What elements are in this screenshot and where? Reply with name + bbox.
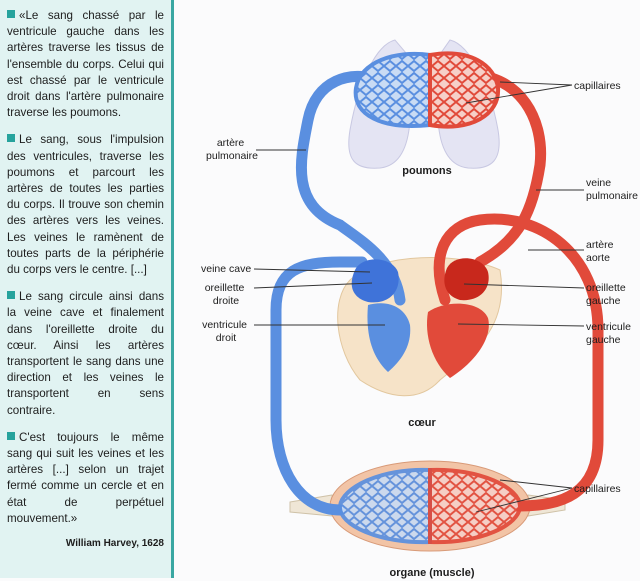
left-atrium [444, 258, 489, 301]
pulmonary-vein-vessel [464, 69, 547, 268]
label-veine-pulmonaire: veine pulmonaire [586, 177, 638, 202]
label-ventricule-gauche: ventricule gauche [586, 321, 634, 346]
bullet-icon [7, 431, 15, 440]
text-panel: «Le sang chassé par le ventricule gauche… [0, 0, 174, 578]
left-ventricle [426, 303, 489, 378]
leader-capillaires-bottom [475, 479, 573, 513]
right-atrium [351, 259, 399, 303]
paragraph-2: Le sang, sous l'impulsion des ventricule… [7, 132, 164, 278]
pulmonary-artery-vessel [295, 70, 406, 306]
paragraph-4-text: C'est toujours le même sang qui suit les… [7, 430, 164, 525]
label-ventricule-droit: ventricule droit [202, 319, 250, 344]
aorta-vessel [433, 213, 604, 512]
right-ventricle [367, 303, 411, 372]
label-ventricule-gauche-line-1: ventricule [586, 321, 631, 333]
label-capillaires-top: capillaires [574, 80, 621, 92]
label-veine-pulmonaire-line-1: veine [586, 177, 611, 189]
leader-capillaires-top [465, 81, 573, 104]
label-oreillette-droite: oreillette droite [205, 282, 248, 307]
label-capillaires-bottom: capillaires [574, 483, 621, 495]
circulation-diagram: capillaires artère pulmonaire poumons ve… [201, 39, 638, 579]
label-poumons: poumons [402, 165, 452, 177]
author: William Harvey, 1628 [65, 538, 164, 550]
vena-cava-vessel [270, 256, 368, 516]
label-ventricule-gauche-line-2: gauche [586, 334, 621, 346]
leader-ventricule-gauche [457, 323, 585, 327]
paragraph-3-text: Le sang circule ainsi dans la veine cave… [7, 290, 164, 417]
paragraph-1: «Le sang chassé par le ventricule gauche… [7, 8, 164, 121]
leader-oreillette-gauche [463, 283, 585, 289]
paragraph-4: C'est toujours le même sang qui suit les… [7, 430, 164, 527]
bullet-icon [7, 134, 15, 143]
label-ventricule-droit-line-2: droit [216, 332, 237, 344]
label-veine-cave: veine cave [201, 263, 251, 275]
label-artere-aorte-line-1: artère [586, 239, 614, 251]
label-oreillette-droite-line-2: droite [213, 295, 239, 307]
lung-capillaries-blue [353, 52, 432, 128]
paragraph-1-text: «Le sang chassé par le ventricule gauche… [7, 9, 164, 120]
paragraph-3: Le sang circule ainsi dans la veine cave… [7, 289, 164, 419]
label-oreillette-gauche-line-1: oreillette [586, 282, 626, 294]
label-oreillette-gauche-line-2: gauche [586, 295, 621, 307]
leader-veine-cave [253, 268, 371, 273]
label-artere-aorte-line-2: aorte [586, 252, 610, 264]
label-veine-pulmonaire-line-2: pulmonaire [586, 190, 638, 202]
muscle-capillaries [338, 467, 523, 545]
label-coeur: cœur [408, 417, 436, 429]
muscle-capillaries-blue [338, 467, 432, 545]
label-artere-aorte: artère aorte [586, 239, 616, 264]
label-ventricule-droit-line-1: ventricule [202, 319, 247, 331]
label-artere-pulmonaire-line-1: artère [217, 137, 245, 149]
bullet-icon [7, 10, 15, 18]
lung-capillaries-red [428, 51, 501, 129]
label-oreillette-gauche: oreillette gauche [586, 282, 629, 307]
label-organe: organe (muscle) [390, 567, 475, 579]
label-oreillette-droite-line-1: oreillette [205, 282, 245, 294]
label-artere-pulmonaire: artère pulmonaire [206, 137, 258, 162]
lung-capillaries [353, 51, 501, 129]
label-artere-pulmonaire-line-2: pulmonaire [206, 150, 258, 162]
leader-oreillette-droite [253, 282, 373, 289]
bullet-icon [7, 291, 15, 300]
paragraph-2-text: Le sang, sous l'impulsion des ventricule… [7, 133, 164, 277]
muscle-capillaries-red [428, 467, 523, 545]
